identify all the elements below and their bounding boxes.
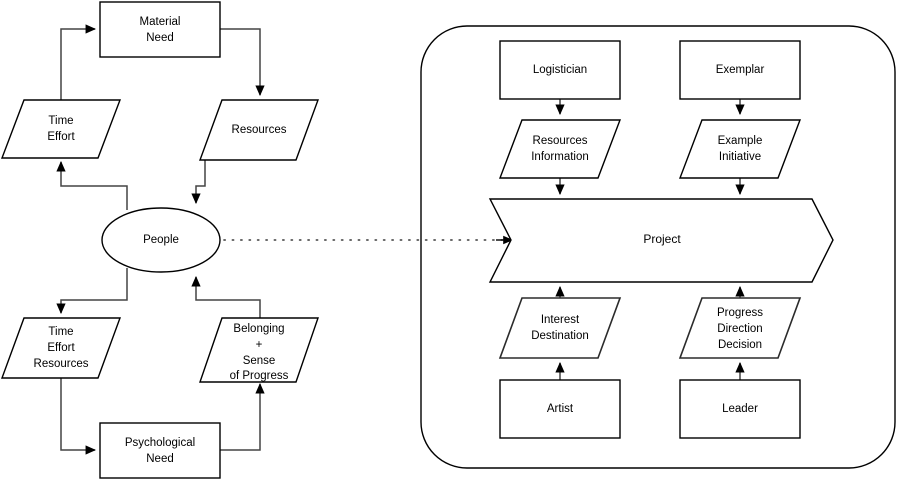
- node-material-need-label-2: Need: [146, 32, 174, 44]
- connector-resources-to-people: [191, 160, 206, 205]
- node-resources-information[interactable]: [498, 119, 622, 179]
- node-logistician-label: Logistician: [533, 64, 587, 76]
- node-artist-label: Artist: [547, 403, 574, 415]
- node-interest-destination[interactable]: [498, 297, 622, 359]
- node-pdd-label-3: Decision: [718, 339, 762, 351]
- node-resources-information-label-2: Information: [531, 151, 589, 163]
- node-belonging-label-1: Belonging: [233, 323, 284, 335]
- node-leader[interactable]: [679, 379, 801, 439]
- node-pdd-label-2: Direction: [717, 323, 762, 335]
- node-time-effort[interactable]: [0, 99, 122, 159]
- node-psychological-need-label-1: Psychological: [125, 437, 195, 449]
- node-exemplar[interactable]: [679, 40, 801, 100]
- node-interest-destination-label-2: Destination: [531, 330, 589, 342]
- node-psychological-need[interactable]: [99, 422, 221, 479]
- node-pdd-label-1: Progress: [717, 307, 763, 319]
- node-project-label: Project: [643, 232, 681, 246]
- node-resources-information-label-1: Resources: [533, 135, 588, 147]
- node-people-label: People: [143, 234, 179, 246]
- node-ter-label-2: Effort: [47, 342, 75, 354]
- connector-belonging-to-people: [191, 275, 261, 318]
- node-leader-label: Leader: [722, 403, 758, 415]
- node-resources-label: Resources: [232, 124, 287, 136]
- node-time-effort-label-1: Time: [48, 115, 73, 127]
- node-ter-label-1: Time: [48, 326, 73, 338]
- node-interest-destination-label-1: Interest: [541, 314, 580, 326]
- node-resources[interactable]: [198, 99, 320, 161]
- node-project[interactable]: [488, 198, 834, 283]
- connector-people-to-time-effort: [56, 160, 128, 210]
- node-people[interactable]: [101, 207, 221, 273]
- node-example-initiative-label-1: Example: [718, 135, 763, 147]
- node-time-effort-label-2: Effort: [47, 131, 75, 143]
- connector-ter-to-psychological-need: [60, 378, 97, 455]
- node-material-need-label-1: Material: [140, 16, 181, 28]
- node-psychological-need-label-2: Need: [146, 453, 174, 465]
- node-artist[interactable]: [499, 379, 621, 439]
- node-belonging-label-3: Sense: [243, 355, 276, 367]
- node-belonging-label-2: +: [256, 339, 263, 351]
- node-material-need[interactable]: [99, 1, 221, 58]
- node-example-initiative-label-2: Initiative: [719, 151, 761, 163]
- connector-people-to-time-effort-resources: [56, 268, 128, 315]
- node-time-effort-resources[interactable]: [0, 317, 122, 379]
- connector-material-need-to-resources: [220, 28, 265, 97]
- connector-time-effort-to-material-need: [60, 24, 97, 100]
- node-progress-direction-decision[interactable]: [678, 297, 802, 359]
- node-belonging[interactable]: [199, 317, 319, 383]
- node-belonging-label-4: of Progress: [230, 370, 289, 382]
- connector-psychological-need-to-belonging: [220, 382, 265, 451]
- project-container: [420, 25, 896, 469]
- node-exemplar-label: Exemplar: [716, 64, 765, 76]
- node-logistician[interactable]: [499, 40, 621, 100]
- node-example-initiative[interactable]: [678, 119, 802, 179]
- node-ter-label-3: Resources: [34, 358, 89, 370]
